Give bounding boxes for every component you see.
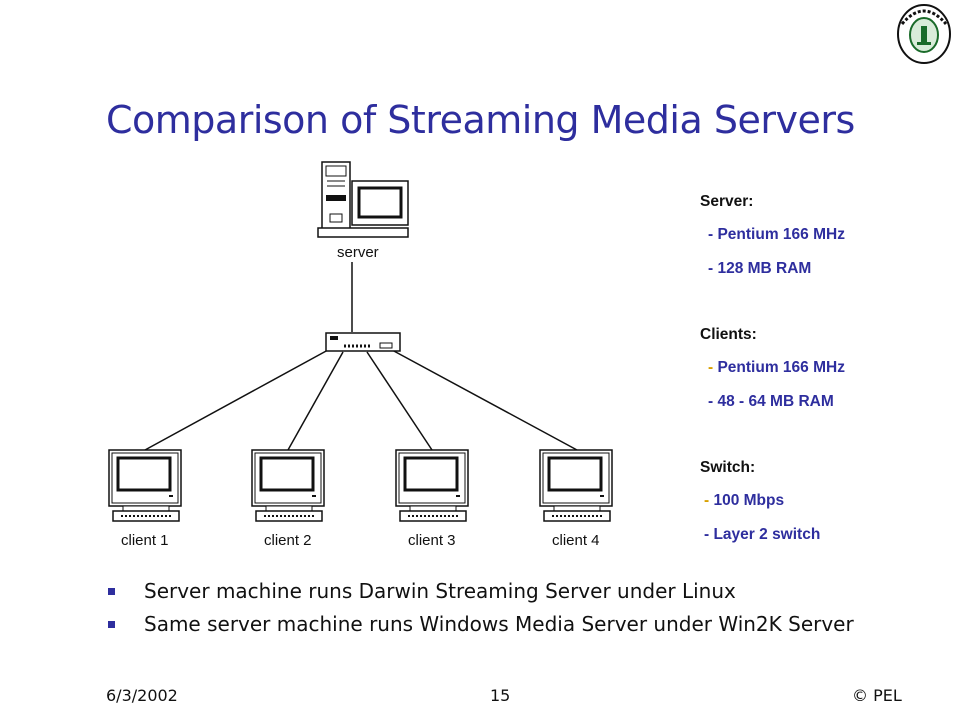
network-switch-icon	[325, 332, 401, 352]
spec-heading: Switch:	[700, 459, 756, 476]
spec-item: - Pentium 166 MHz	[708, 226, 845, 243]
bullet-item: Server machine runs Darwin Streaming Ser…	[108, 576, 854, 609]
client-label: client 1	[121, 532, 169, 549]
footer-page-number: 15	[490, 686, 511, 705]
bullet-square-icon	[108, 621, 115, 628]
spec-item: - 100 Mbps	[704, 492, 785, 509]
spec-item: - Pentium 166 MHz	[708, 359, 845, 376]
spec-item: - 48 - 64 MB RAM	[708, 392, 834, 410]
bullet-list: Server machine runs Darwin Streaming Ser…	[108, 576, 854, 642]
spec-item: - 128 MB RAM	[708, 259, 812, 277]
spec-heading: Clients:	[700, 326, 757, 343]
client-computer-2	[250, 448, 326, 523]
slide-title: Comparison of Streaming Media Servers	[106, 98, 855, 142]
server-label: server	[337, 244, 379, 261]
client-computer-3	[394, 448, 470, 523]
switch-specs: Switch: - 100 Mbps - Layer 2 switch	[700, 456, 845, 556]
bullet-square-icon	[108, 588, 115, 595]
footer-date: 6/3/2002	[106, 686, 178, 705]
footer-copyright: © PEL	[852, 686, 902, 705]
client-specs: Clients: - Pentium 166 MHz - 48 - 64 MB …	[700, 323, 845, 423]
client-computer-4	[538, 448, 614, 523]
client-computer-1	[107, 448, 183, 523]
server-computer-icon	[317, 161, 409, 238]
spec-item: - Layer 2 switch	[704, 525, 821, 543]
client-label: client 3	[408, 532, 456, 549]
client-label: client 4	[552, 532, 600, 549]
pel-logo-icon	[897, 4, 951, 64]
server-specs: Server: - Pentium 166 MHz - 128 MB RAM	[700, 190, 845, 290]
bullet-item: Same server machine runs Windows Media S…	[108, 609, 854, 642]
hardware-specs: Server: - Pentium 166 MHz - 128 MB RAM C…	[700, 190, 845, 556]
client-label: client 2	[264, 532, 312, 549]
connection-lines	[144, 262, 578, 451]
spec-heading: Server:	[700, 193, 754, 210]
